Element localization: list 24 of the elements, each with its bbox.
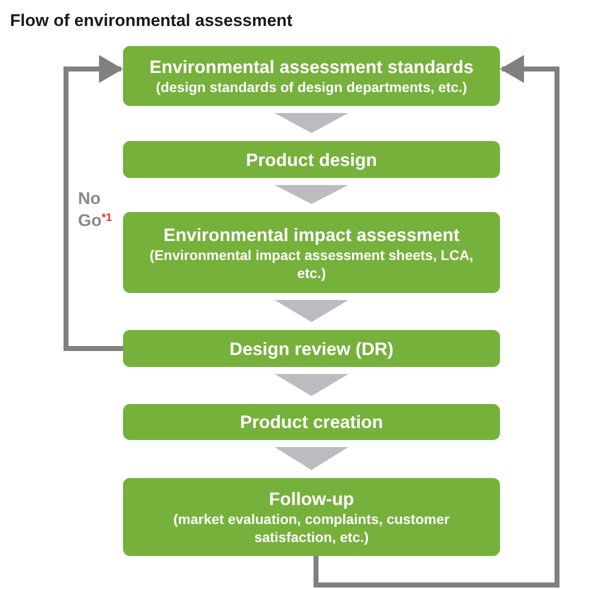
chevron-arrow	[274, 447, 348, 470]
step-heading: Environmental assessment standards	[149, 56, 474, 78]
step-description: (market evaluation, complaints, customer satisfaction, etc.)	[172, 510, 451, 546]
chevron-arrow	[274, 300, 348, 322]
chevron-arrow	[274, 374, 348, 396]
process-box	[123, 478, 500, 556]
chevron-arrow	[274, 113, 348, 133]
process-box	[123, 212, 500, 293]
step-description: (design standards of design departments, etc.)	[156, 78, 468, 96]
diagram-title: Flow of environmental assessment	[10, 10, 292, 32]
step-description: (Environmental impact assessment sheets, LCA, etc.)	[148, 246, 474, 282]
edge-label: No Go$^{*1}$	[78, 188, 114, 232]
step-heading: Product design	[246, 148, 377, 170]
feedback-arrow	[314, 55, 560, 588]
step-heading: Follow-up	[269, 488, 354, 510]
chevron-arrow	[274, 185, 348, 204]
process-box	[123, 330, 500, 367]
feedback-arrow	[64, 55, 123, 351]
process-box	[123, 141, 500, 178]
step-heading: Design review (DR)	[229, 338, 394, 360]
process-box	[123, 404, 500, 440]
step-heading: Product creation	[240, 411, 384, 433]
process-box	[123, 46, 500, 106]
step-heading: Environmental impact assessment	[163, 224, 460, 246]
